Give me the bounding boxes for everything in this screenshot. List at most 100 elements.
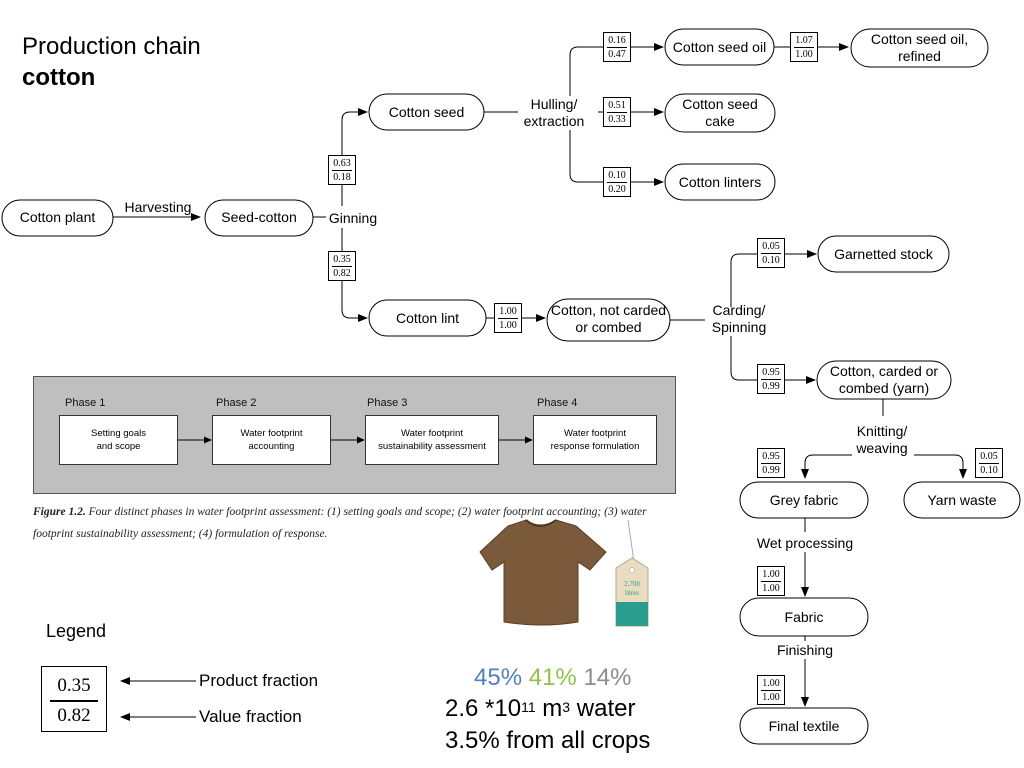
product-fraction: 0.05 xyxy=(762,241,780,252)
node-garnetted-stock: Garnetted stock xyxy=(834,246,933,262)
node-shape-cotton-not-carded xyxy=(546,298,671,342)
fraction-box-lint: 0.35 0.82 xyxy=(328,251,356,281)
node-final-textile: Final textile xyxy=(768,718,840,734)
node-shape-grey-fabric xyxy=(739,481,869,519)
process-finishing: Finishing xyxy=(776,642,834,658)
fraction-box-oil: 0.16 0.47 xyxy=(603,32,631,62)
water-volume: 2.6 *1011 m3 water xyxy=(445,695,636,722)
node-shape-cotton-carded xyxy=(816,360,952,400)
tshirt-image: 2,700 litres xyxy=(479,519,649,627)
process-carding: Carding/ Spinning xyxy=(711,302,767,335)
value-fraction: 1.00 xyxy=(499,320,517,331)
fraction-box-oil-refined: 1.07 1.00 xyxy=(790,32,818,62)
node-shape-cotton-seed-oil-refined xyxy=(850,28,989,68)
product-fraction: 1.00 xyxy=(762,569,780,580)
node-shape-cotton-seed-oil xyxy=(664,28,775,66)
phase-figure: Phase 1 Phase 2 Phase 3 Phase 4 Setting … xyxy=(33,376,676,494)
node-cotton-plant: Cotton plant xyxy=(19,209,96,225)
node-shape-cotton-plant xyxy=(1,199,114,237)
figure-caption: Figure 1.2. Four distinct phases in wate… xyxy=(33,506,647,540)
product-fraction: 1.07 xyxy=(795,35,813,46)
value-fraction: 0.99 xyxy=(762,465,780,476)
node-shape-yarn-waste xyxy=(903,481,1021,519)
legend-product-label: Product fraction xyxy=(199,671,319,690)
crops-share: 3.5% from all crops xyxy=(445,727,651,754)
product-fraction: 0.51 xyxy=(608,100,626,111)
tag-unit: litres xyxy=(625,589,639,597)
fraction-box-final: 1.00 1.00 xyxy=(757,675,785,705)
chart-title-line1: Production chain xyxy=(22,33,201,60)
node-shape-cotton-seed xyxy=(368,93,485,131)
product-fraction: 0.16 xyxy=(608,35,626,46)
phase-title: Phase 2 xyxy=(216,397,257,409)
node-cotton-not-carded: Cotton, not carded or combed xyxy=(550,302,667,335)
node-shape-final-textile xyxy=(739,707,869,745)
product-fraction: 0.95 xyxy=(762,451,780,462)
phase-title: Phase 1 xyxy=(65,397,106,409)
product-fraction: 0.63 xyxy=(333,158,351,169)
fraction-box-linters: 0.10 0.20 xyxy=(603,167,631,197)
water-shares: 45% 41% 14% xyxy=(474,664,631,692)
fraction-box-grey-fabric: 0.95 0.99 xyxy=(757,448,785,478)
value-fraction: 0.20 xyxy=(608,184,626,195)
grey-share: 14% xyxy=(583,664,632,691)
product-fraction: 0.10 xyxy=(608,170,626,181)
value-fraction: 0.18 xyxy=(333,172,351,183)
phase-arrows xyxy=(178,436,533,444)
node-cotton-seed-oil: Cotton seed oil xyxy=(672,39,767,55)
node-shape-fabric xyxy=(739,597,869,637)
value-fraction: 1.00 xyxy=(762,692,780,703)
node-cotton-carded: Cotton, carded or combed (yarn) xyxy=(829,363,939,396)
legend-title: Legend xyxy=(46,621,107,641)
process-wet-processing: Wet processing xyxy=(756,535,854,551)
node-shape-seed-cotton xyxy=(204,199,314,237)
node-shape-cotton-linters xyxy=(664,163,776,201)
blue-share: 45% xyxy=(474,664,523,691)
legend-fraction-sample: 0.35 0.82 xyxy=(41,666,107,732)
node-cotton-seed-cake: Cotton seed cake xyxy=(682,96,758,129)
node-seed-cotton: Seed-cotton xyxy=(221,209,297,225)
product-fraction: 0.95 xyxy=(762,367,780,378)
product-fraction: 1.00 xyxy=(762,678,780,689)
legend-value-value: 0.82 xyxy=(57,705,91,726)
value-fraction: 0.47 xyxy=(608,49,626,60)
node-cotton-lint: Cotton lint xyxy=(395,310,460,326)
value-fraction: 0.99 xyxy=(762,381,780,392)
value-fraction: 0.10 xyxy=(762,255,780,266)
node-yarn-waste: Yarn waste xyxy=(927,492,997,508)
value-fraction: 0.82 xyxy=(333,268,351,279)
fraction-box-cake: 0.51 0.33 xyxy=(603,97,631,127)
value-fraction: 0.33 xyxy=(608,114,626,125)
phase-title: Phase 4 xyxy=(537,397,578,409)
node-cotton-seed: Cotton seed xyxy=(388,104,465,120)
node-shape-garnetted-stock xyxy=(817,235,950,273)
green-share: 41% xyxy=(528,664,577,691)
process-ginning: Ginning xyxy=(328,210,378,226)
node-shape-cotton-lint xyxy=(368,299,487,337)
legend-value-label: Value fraction xyxy=(199,707,302,726)
process-harvesting: Harvesting xyxy=(124,199,192,215)
value-fraction: 0.10 xyxy=(980,465,998,476)
tag-number: 2,700 xyxy=(624,580,640,588)
fraction-box-fabric: 1.00 1.00 xyxy=(757,566,785,596)
phase-title: Phase 3 xyxy=(367,397,408,409)
value-fraction: 1.00 xyxy=(795,49,813,60)
fraction-box-not-carded: 1.00 1.00 xyxy=(494,303,522,333)
node-cotton-seed-oil-refined: Cotton seed oil, refined xyxy=(870,31,969,64)
node-cotton-linters: Cotton linters xyxy=(678,174,762,190)
value-fraction: 1.00 xyxy=(762,583,780,594)
node-grey-fabric: Grey fabric xyxy=(769,492,839,508)
product-fraction: 0.35 xyxy=(333,254,351,265)
node-fabric: Fabric xyxy=(784,609,824,625)
process-hulling: Hulling/ extraction xyxy=(523,96,585,129)
product-fraction: 1.00 xyxy=(499,306,517,317)
fraction-box-carded: 0.95 0.99 xyxy=(757,364,785,394)
node-shape-cotton-seed-cake xyxy=(664,93,776,133)
legend-product-value: 0.35 xyxy=(57,675,91,696)
fraction-box-seed: 0.63 0.18 xyxy=(328,155,356,185)
